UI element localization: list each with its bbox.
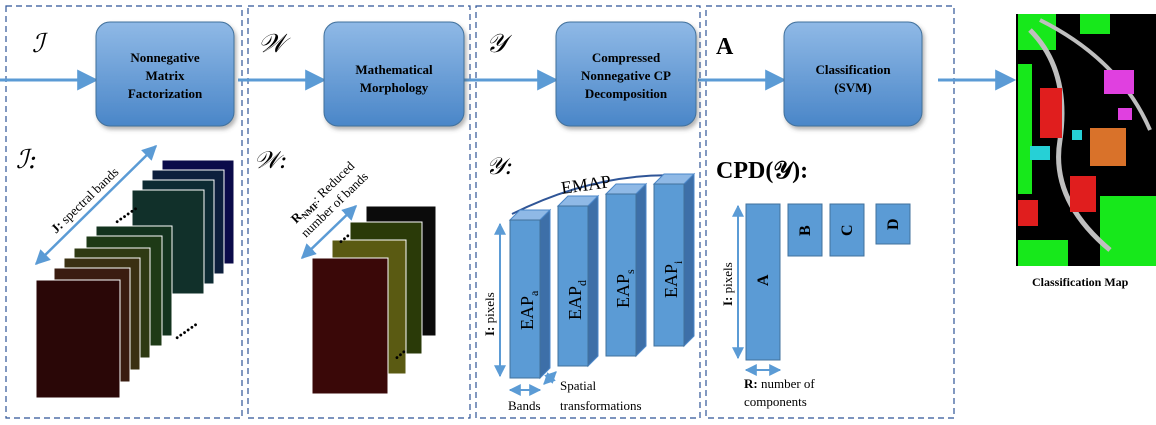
symbol-I: ℐ bbox=[32, 29, 48, 59]
reduced-axis-arrow bbox=[300, 204, 358, 260]
spectral-axis-arrow bbox=[34, 144, 158, 266]
symbol-W: 𝒲 bbox=[258, 29, 291, 59]
factor-D bbox=[875, 203, 911, 245]
eap-label-s: EAPs bbox=[613, 269, 637, 308]
factor-B bbox=[787, 203, 823, 257]
box-1-line-3: Factorization bbox=[128, 86, 203, 101]
eap-bar-i bbox=[652, 172, 696, 348]
eap-bar-d bbox=[556, 194, 600, 368]
box-1-line-2: Matrix bbox=[146, 68, 185, 83]
spatial-label-2: transformations bbox=[560, 398, 642, 413]
factor-A bbox=[745, 203, 781, 361]
process-box-3: Compressed Nonnegative CP Decomposition bbox=[555, 21, 697, 127]
label-Y: 𝒴: bbox=[486, 152, 513, 180]
factor-B-label: B bbox=[797, 225, 814, 236]
eap-label-d: EAPd bbox=[565, 280, 589, 320]
box-2-line-1: Mathematical bbox=[355, 62, 433, 77]
box-3-line-2: Nonnegative CP bbox=[581, 68, 671, 83]
label-CPD: CPD(𝒴): bbox=[716, 158, 808, 184]
eap-bar-a bbox=[508, 208, 552, 380]
process-box-4: Classification (SVM) bbox=[783, 21, 923, 127]
box-3-line-3: Decomposition bbox=[585, 86, 668, 101]
symbol-Y: 𝒴 bbox=[486, 29, 513, 59]
classification-map bbox=[1016, 14, 1156, 266]
process-box-2: Mathematical Morphology bbox=[323, 21, 465, 127]
eap-label-a: EAPa bbox=[517, 290, 541, 330]
panel-nmf bbox=[5, 5, 243, 419]
panel-classification bbox=[705, 5, 955, 419]
spatial-arrow bbox=[543, 371, 557, 385]
factor-A-label: A bbox=[755, 274, 772, 286]
spatial-label-1: Spatial bbox=[560, 378, 596, 393]
components-label-2: components bbox=[744, 394, 807, 409]
eap-label-i: EAPi bbox=[661, 260, 685, 298]
panel-cp bbox=[475, 5, 701, 419]
label-W: 𝒲: bbox=[254, 146, 287, 174]
spectral-stack bbox=[35, 159, 235, 399]
label-I: ℐ: bbox=[16, 145, 37, 175]
box-4-line-1: Classification bbox=[815, 62, 891, 77]
factor-C-label: C bbox=[839, 224, 856, 236]
symbol-A: A bbox=[716, 34, 734, 60]
pixels-label-3: I: pixels bbox=[482, 292, 497, 336]
eap-bar-s bbox=[604, 182, 648, 358]
classification-map-label: Classification Map bbox=[1032, 275, 1129, 289]
pixels-label-4: I: pixels bbox=[720, 262, 735, 306]
panel-morphology bbox=[247, 5, 471, 419]
factor-C bbox=[829, 203, 865, 257]
stage-panels bbox=[5, 5, 955, 419]
box-1-line-1: Nonnegative bbox=[130, 50, 200, 65]
process-box-1: Nonnegative Matrix Factorization bbox=[95, 21, 235, 127]
bands-label: Bands bbox=[508, 398, 541, 413]
factor-D-label: D bbox=[885, 218, 902, 230]
spectral-axis-label: J: spectral bands bbox=[48, 164, 122, 236]
emap-label: EMAP bbox=[560, 171, 612, 198]
box-3-line-1: Compressed bbox=[592, 50, 661, 65]
components-label-1: R: number of bbox=[744, 376, 815, 391]
box-4-line-2: (SVM) bbox=[834, 80, 872, 95]
box-2-line-2: Morphology bbox=[360, 80, 429, 95]
reduced-stack bbox=[311, 205, 437, 395]
